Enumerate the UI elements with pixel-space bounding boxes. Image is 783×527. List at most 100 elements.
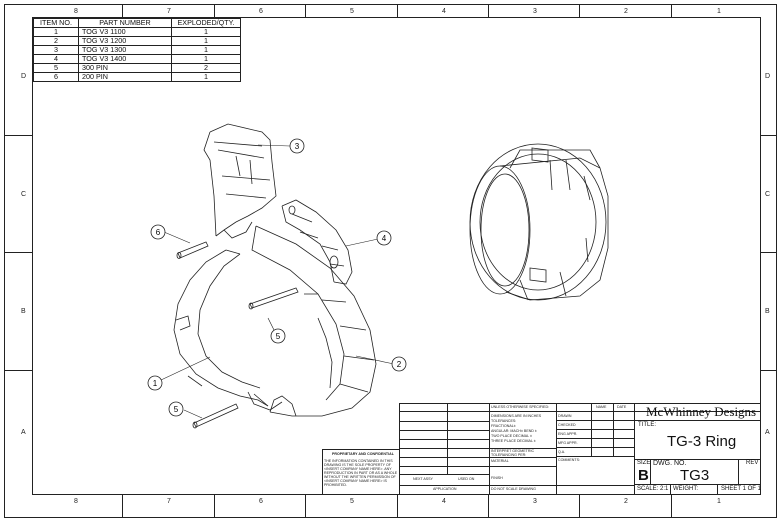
zone-top-2: 2 (624, 8, 628, 15)
zone-tick (397, 5, 398, 17)
divider (634, 484, 761, 485)
zone-left-c: C (21, 191, 27, 198)
proprietary-line: WITHOUT THE WRITTEN PERMISSION OF (324, 475, 396, 479)
scale-label: SCALE: 2:1 (637, 486, 669, 492)
proprietary-line: <INSERT COMPANY NAME HERE>. ANY (324, 467, 392, 471)
material-label: MATERIAL (491, 459, 509, 463)
zone-tick (122, 5, 123, 17)
dims-label: DIMENSIONS ARE IN INCHES (491, 414, 542, 418)
proprietary-line: REPRODUCTION IN PART OR AS A WHOLE (324, 471, 398, 475)
divider (738, 459, 739, 484)
divider (489, 466, 556, 467)
proprietary-line: DRAWING IS THE SOLE PROPERTY OF (324, 463, 391, 467)
zone-top-5: 5 (350, 8, 354, 15)
divider (556, 429, 634, 430)
balloon-5-label: 5 (174, 405, 179, 414)
zone-top-3: 3 (533, 8, 537, 15)
divider (447, 403, 448, 474)
part-4-segment (281, 199, 353, 285)
divider (489, 457, 556, 458)
divider (399, 474, 489, 475)
divider (399, 457, 489, 458)
divider (489, 448, 556, 449)
divider (489, 403, 490, 495)
part-6-pin (176, 241, 209, 259)
name-label: NAME (596, 405, 607, 409)
zone-left-d: D (21, 73, 27, 80)
mfg-appr-label: MFG APPR. (558, 441, 578, 445)
balloon-5-upper: 5 (270, 328, 286, 344)
zone-bottom-4: 4 (442, 498, 446, 505)
balloon-5-lower: 5 (168, 401, 184, 417)
zone-bottom-7: 7 (167, 498, 171, 505)
application-label: APPLICATION (433, 487, 457, 491)
zone-bottom-3: 3 (533, 498, 537, 505)
unless-specified: UNLESS OTHERWISE SPECIFIED: (491, 405, 550, 409)
sheet-label: SHEET 1 OF 1 (721, 486, 761, 492)
company-name: McWhinney Designs (646, 404, 757, 419)
bom-qty: 1 (171, 72, 241, 82)
three-place-label: THREE PLACE DECIMAL ± (491, 439, 536, 443)
do-not-scale: DO NOT SCALE DRAWING (491, 487, 536, 491)
divider (556, 438, 634, 439)
zone-tick (305, 495, 306, 518)
tolerancing-label: TOLERANCING PER: (491, 453, 527, 457)
drawn-label: DRAWN (558, 414, 572, 418)
zone-tick (671, 495, 672, 518)
checked-label: CHECKED (558, 423, 576, 427)
zone-tick (488, 495, 489, 518)
fractional-label: FRACTIONAL± (491, 424, 516, 428)
proprietary-block (322, 449, 400, 495)
zone-tick (488, 5, 489, 17)
title-label: TITLE: (638, 422, 657, 428)
divider (399, 430, 489, 431)
divider (634, 403, 635, 495)
size-label: SIZE (637, 460, 651, 466)
zone-bottom-8: 8 (74, 498, 78, 505)
zone-bottom-6: 6 (259, 498, 263, 505)
balloon-4-label: 4 (382, 234, 387, 243)
proprietary-line: <INSERT COMPANY NAME HERE> IS (324, 479, 387, 483)
balloon-3-label: 3 (295, 142, 300, 151)
balloon-6: 6 (150, 224, 166, 240)
rev-label: REV (746, 460, 759, 466)
balloon-6-label: 6 (156, 228, 161, 237)
zone-tick (761, 135, 777, 136)
zone-top-4: 4 (442, 8, 446, 15)
qa-label: Q.A. (558, 450, 566, 454)
divider (399, 485, 634, 486)
next-assy-label: NEXT ASSY (413, 477, 433, 481)
divider (556, 456, 634, 457)
drawing-title: TG-3 Ring (667, 433, 737, 450)
zone-tick (5, 370, 32, 371)
zone-tick (579, 5, 580, 17)
zone-tick (761, 370, 777, 371)
zone-top-8: 8 (74, 8, 78, 15)
angular-label: ANGULAR: MACH± BEND ± (491, 429, 537, 433)
drawing-border (4, 4, 777, 518)
finish-label: FINISH (491, 476, 503, 480)
zone-top-1: 1 (717, 8, 721, 15)
zone-left-b: B (21, 308, 26, 315)
part-5-pin-lower (192, 403, 239, 429)
part-5-pin-upper (248, 287, 299, 310)
balloon-3: 3 (289, 138, 305, 154)
proprietary-line: THE INFORMATION CONTAINED IN THIS (324, 459, 393, 463)
zone-tick (579, 495, 580, 518)
zone-tick (761, 252, 777, 253)
size-value: B (638, 467, 649, 484)
balloon-1-label: 1 (153, 379, 158, 388)
zone-left-a: A (21, 429, 26, 436)
balloon-2: 2 (391, 356, 407, 372)
balloon-2-label: 2 (397, 360, 402, 369)
zone-tick (5, 252, 32, 253)
part-1-ring-half (173, 249, 283, 411)
interpret-label: INTERPRET GEOMETRIC (491, 449, 535, 453)
part-3-segment (203, 123, 277, 239)
divider (399, 466, 489, 467)
zone-bottom-1: 1 (717, 498, 721, 505)
zone-tick (214, 495, 215, 518)
